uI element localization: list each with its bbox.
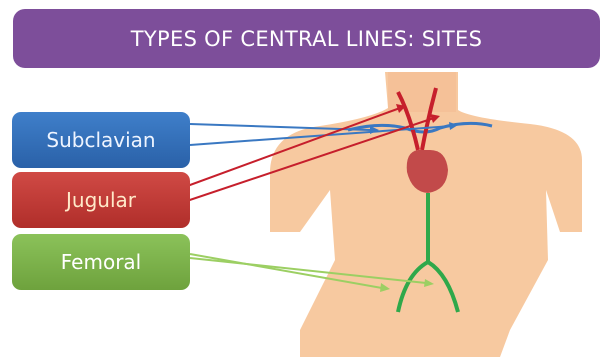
subclavian-label-box: Subclavian [12, 112, 190, 168]
femoral-label-box: Femoral [12, 234, 190, 290]
slide-title: TYPES OF CENTRAL LINES: SITES [131, 27, 482, 51]
femoral-label: Femoral [61, 250, 141, 274]
title-banner: TYPES OF CENTRAL LINES: SITES [13, 9, 600, 68]
jugular-label: Jugular [66, 188, 136, 212]
jugular-label-box: Jugular [12, 172, 190, 228]
subclavian-label: Subclavian [46, 128, 155, 152]
